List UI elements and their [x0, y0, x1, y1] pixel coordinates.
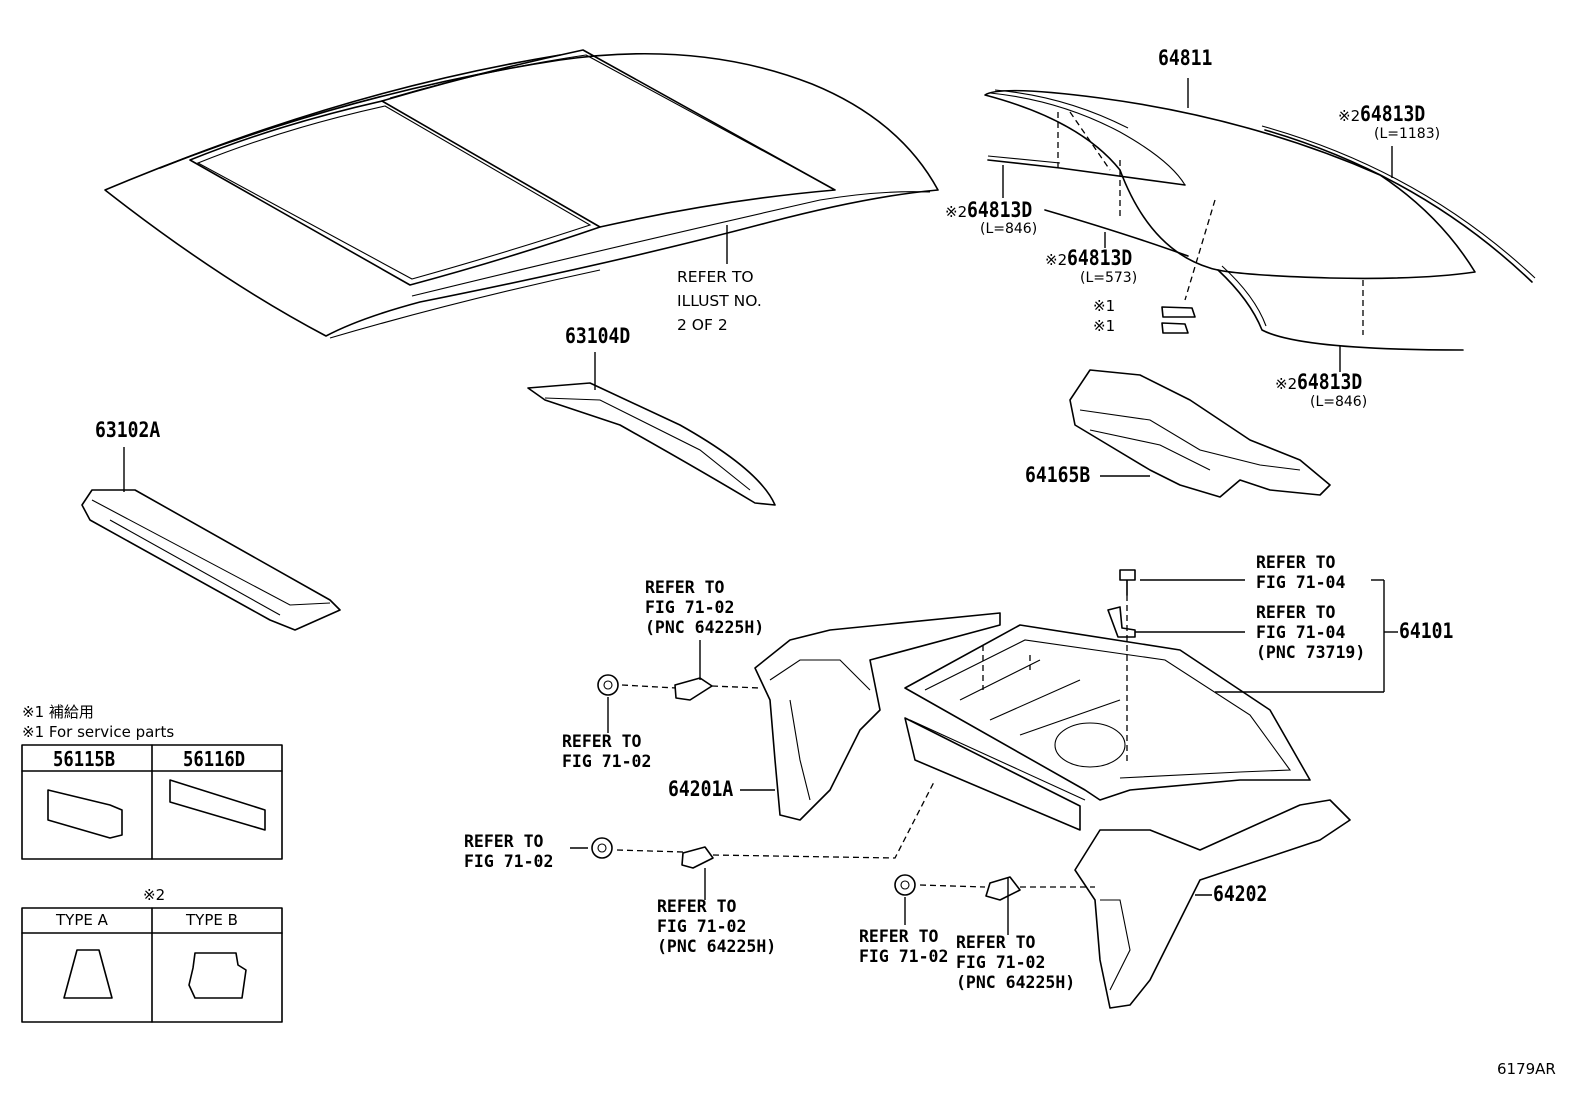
ref-fig-71-02-nut-mid: REFER TO FIG 71-02 [464, 832, 554, 871]
panel-64165b-drawing [1069, 369, 1331, 498]
label-63104d: 63104D [565, 324, 631, 348]
mark-1-upper: ※1 [1093, 297, 1116, 315]
header-type-a: TYPE A [56, 911, 108, 929]
ref-fig-71-02-nut-right: REFER TO FIG 71-02 [859, 927, 949, 966]
length-846-bottom: (L=846) [1310, 394, 1368, 410]
ref-fig-71-04-clip: REFER TO FIG 71-04 (PNC 73719) [1256, 603, 1366, 662]
roof-panel-drawing [104, 49, 939, 339]
rear-glass-drawing [984, 78, 1536, 372]
ref-fig-71-02-top: REFER TO FIG 71-02 (PNC 64225H) [645, 578, 765, 637]
part-number: 64813D [1297, 370, 1363, 394]
part-number: 64813D [1360, 102, 1426, 126]
mark-2: ※2 [1045, 251, 1068, 269]
rear-floor-drawing [904, 569, 1398, 831]
note-service-en: ※1 For service parts [22, 723, 175, 741]
part-number: 64813D [1067, 246, 1133, 270]
part-number: 64813D [967, 198, 1033, 222]
side-member-64201a-drawing [597, 612, 1001, 821]
label-64165b: 64165B [1025, 463, 1091, 487]
label-64813d-left: ※264813D [945, 198, 1043, 222]
mark-2: ※2 [1275, 375, 1298, 393]
ref-fig-71-02-middle: REFER TO FIG 71-02 (PNC 64225H) [657, 897, 777, 956]
label-64202: 64202 [1213, 882, 1268, 906]
label-64101: 64101 [1399, 619, 1454, 643]
label-64813d-top: ※264813D [1338, 102, 1436, 126]
header-56115b: 56115B [53, 747, 116, 771]
header-type-b: TYPE B [186, 911, 238, 929]
legend-tables [21, 744, 283, 1023]
label-64813d-bottom: ※264813D [1275, 370, 1373, 394]
ref-roof-illust: REFER TO ILLUST NO. 2 OF 2 [677, 268, 762, 334]
side-member-64202-drawing [570, 779, 1351, 1009]
label-64813d-mid: ※264813D [1045, 246, 1143, 270]
mark-2: ※2 [945, 203, 968, 221]
label-63102a: 63102A [95, 418, 161, 442]
panel-63102a-drawing [81, 447, 341, 631]
header-56116d: 56116D [183, 747, 246, 771]
length-573: (L=573) [1080, 270, 1138, 286]
mark-2: ※2 [1338, 107, 1361, 125]
type-mark-2: ※2 [143, 886, 166, 904]
length-1183: (L=1183) [1374, 126, 1441, 142]
label-64201a: 64201A [668, 777, 734, 801]
ref-fig-71-02-bottom: REFER TO FIG 71-02 (PNC 64225H) [956, 933, 1076, 992]
panel-63104d-drawing [527, 352, 776, 506]
note-service-jp: ※1 補給用 [22, 703, 94, 721]
mark-1-lower: ※1 [1093, 317, 1116, 335]
ref-fig-71-02-nut-left: REFER TO FIG 71-02 [562, 732, 652, 771]
ref-fig-71-04-bolt: REFER TO FIG 71-04 [1256, 553, 1346, 592]
label-64811: 64811 [1158, 46, 1213, 70]
figure-code: 6179AR [1497, 1060, 1556, 1078]
length-846-left: (L=846) [980, 221, 1038, 237]
